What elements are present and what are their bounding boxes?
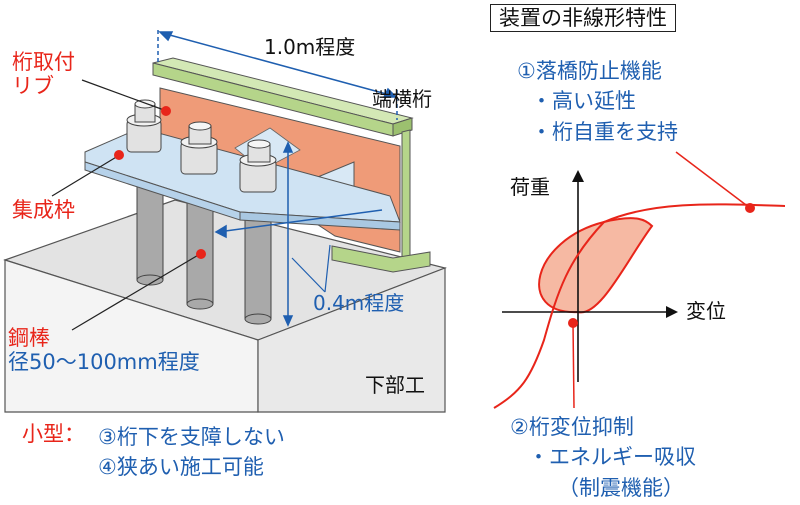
function-1: ①落橋防止機能 ・高い延性 ・桁自重を支持 <box>517 59 678 144</box>
end-girder <box>152 57 431 273</box>
dimension-height-arrow <box>214 141 383 327</box>
dim-length-label: 1.0m程度 <box>264 35 356 59</box>
label-rod: 鋼棒 径50～100mm程度 <box>8 326 200 375</box>
label-rib: 桁取付 リブ <box>12 50 75 99</box>
hysteresis-diagram <box>493 151 786 409</box>
leader-dots-left <box>114 106 206 259</box>
x-axis-label: 変位 <box>686 299 726 323</box>
label-substructure: 下部工 <box>365 373 425 397</box>
small-items: ③桁下を支障しない ④狭あい施工可能 <box>98 425 285 480</box>
hysteresis-loop <box>538 217 654 314</box>
y-axis-label: 荷重 <box>510 175 550 199</box>
skeleton-curve <box>493 203 786 409</box>
leader-lines-left <box>51 79 201 331</box>
nonlinear-title: 装置の非線形特性 <box>490 4 676 32</box>
label-end-girder: 端横桁 <box>372 87 432 111</box>
substructure-block <box>3 199 447 413</box>
dimension-length-arrow <box>157 30 398 120</box>
function-2: ②桁変位抑制 ・エネルギー吸収 （制震機能） <box>510 415 696 500</box>
small-label: 小型： <box>22 422 85 446</box>
rod-nuts <box>126 99 277 193</box>
dim-height-label: 0.4m程度 <box>313 291 405 315</box>
label-frame: 集成枠 <box>12 198 75 222</box>
